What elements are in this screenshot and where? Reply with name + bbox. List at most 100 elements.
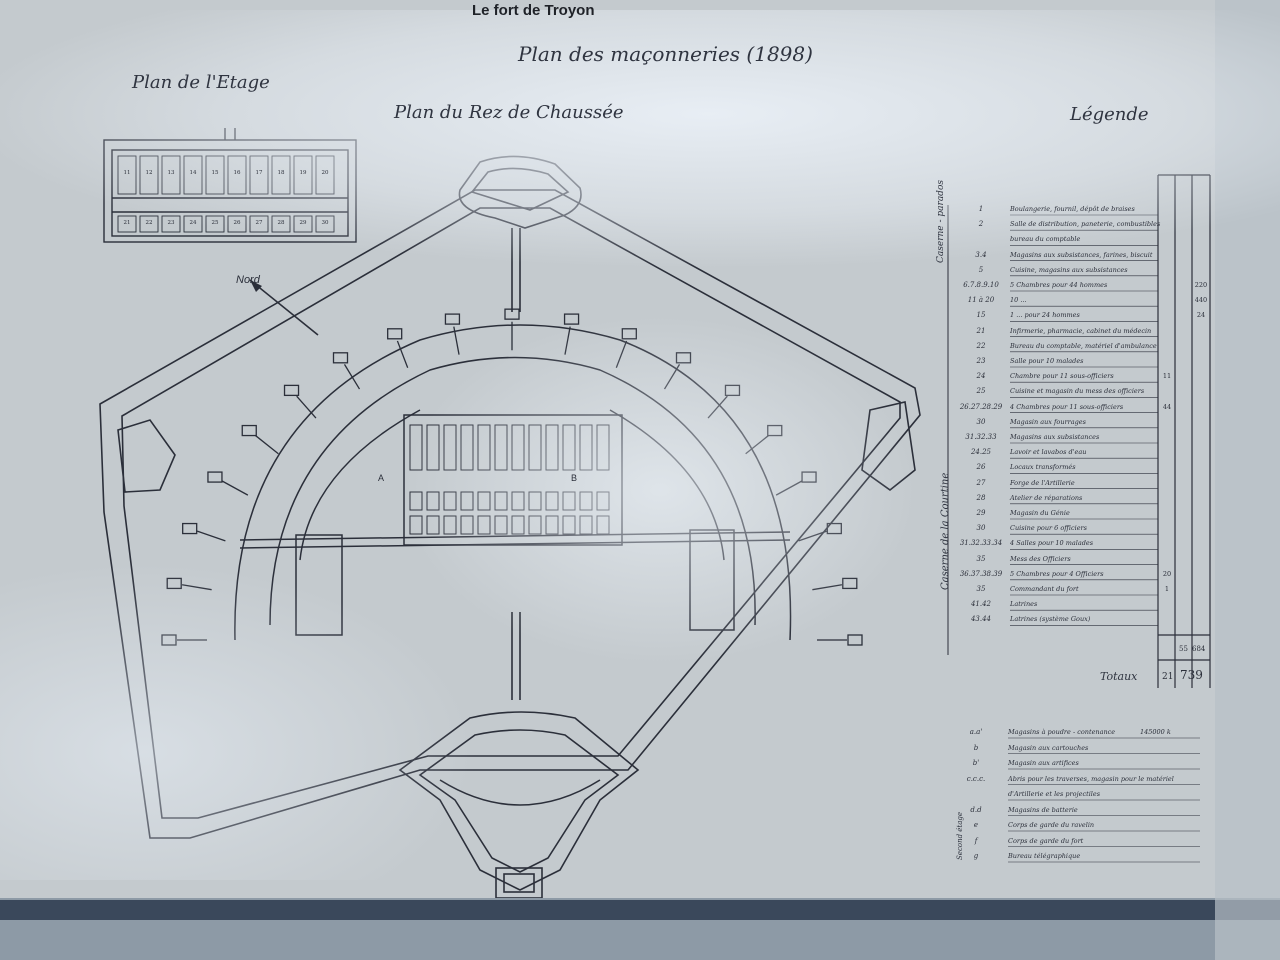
legend-row-description: Boulangerie, fournil, dépôt de braises — [1010, 205, 1135, 213]
lower-legend-code: f — [974, 836, 978, 845]
casemate-spoke — [254, 434, 279, 455]
ground-room — [545, 515, 559, 535]
upper-room-number: 28 — [277, 220, 285, 226]
legend-row-description: 5 Chambres pour 44 hommes — [1010, 281, 1108, 289]
upper-room-number: 15 — [211, 170, 219, 176]
casemate-spoke — [181, 584, 212, 591]
casemate-spoke — [663, 364, 681, 390]
legend-row-description: Commandant du fort — [1010, 585, 1079, 593]
casemate-spoke — [707, 395, 728, 419]
legend-row-description: 5 Chambres pour 4 Officiers — [1010, 569, 1104, 578]
legend-row-code: 5 — [978, 265, 984, 274]
legend-row-description: Magasin aux fourrages — [1010, 417, 1086, 426]
casemate-cell — [283, 384, 300, 397]
ground-room — [511, 515, 525, 535]
lower-legend-code: b' — [972, 759, 980, 767]
legend-caption-courtine: Caserne de la Courtine — [940, 472, 951, 590]
legend-row-code: 26.27.28.29 — [959, 402, 1003, 411]
legend-row-code: 28 — [976, 493, 986, 502]
lower-legend-description: Magasin aux artifices — [1008, 759, 1079, 767]
upper-room-number: 21 — [123, 220, 131, 226]
legend-caption-parados: Caserne - parados — [936, 180, 946, 263]
ground-room — [528, 491, 542, 511]
ground-floor-title: Plan du Rez de Chaussée — [394, 102, 624, 123]
lower-legend-value: 145000 k — [1140, 728, 1171, 736]
legend-row-description: Atelier de réparations — [1010, 493, 1083, 502]
legend-row-description: Locaux transformés — [1010, 463, 1076, 472]
ground-room — [443, 424, 457, 471]
casemate-cell — [801, 471, 817, 483]
central-casemates — [234, 324, 792, 641]
ground-room — [426, 515, 440, 535]
legend-row-code: 29 — [976, 509, 986, 517]
ground-room — [579, 491, 593, 511]
legend-row-value-3: 24 — [1196, 311, 1206, 320]
casemate-cell — [842, 577, 858, 590]
outer-enceinte — [99, 189, 921, 839]
upper-room-number: 22 — [145, 220, 153, 226]
ground-room — [477, 424, 491, 471]
ground-room — [494, 515, 508, 535]
plan-title: Plan des maçonneries (1898) — [518, 42, 813, 66]
upper-room-number: 19 — [299, 170, 307, 176]
lower-legend-description: Magasins à poudre - contenance — [1008, 728, 1116, 736]
casemate-spoke — [564, 326, 571, 355]
legend-row-description: Cuisine pour 6 officiers — [1010, 524, 1087, 533]
nord-arrow-head — [250, 280, 262, 292]
ground-room — [579, 515, 593, 535]
legend-row-code: 24 — [976, 372, 986, 381]
legend-row-description: Magasins aux subsistances — [1010, 433, 1100, 441]
legend-row-code: 2 — [978, 220, 984, 229]
west-bastion — [117, 419, 176, 493]
legend-row-code: 30 — [976, 417, 986, 426]
casemate-spoke — [812, 584, 843, 591]
legend-row-code: 41.42 — [970, 600, 992, 609]
casemate-cell — [724, 384, 741, 397]
legend-row-value-1: 1 — [1164, 585, 1170, 593]
upper-room-number: 25 — [211, 220, 219, 226]
casemate-spoke — [221, 480, 249, 496]
lower-legend-description: Magasins de batterie — [1008, 805, 1078, 814]
lower-legend-description: Corps de garde du fort — [1008, 836, 1084, 845]
totals-label: Totaux — [1100, 670, 1138, 683]
lower-legend-code: c.c.c. — [966, 774, 986, 783]
ground-room — [426, 424, 440, 471]
legend-row-description: 1 ... pour 24 hommes — [1010, 311, 1080, 320]
ground-room — [596, 515, 610, 535]
legend-row-description: Salle pour 10 malades — [1010, 357, 1084, 365]
ground-room — [443, 515, 457, 535]
inner-enceinte — [121, 207, 901, 819]
ground-room — [511, 424, 525, 471]
upper-room-number: 29 — [299, 220, 307, 226]
document-title: Le fort de Troyon — [472, 2, 595, 19]
legend-row-description: Latrines — [1010, 600, 1038, 609]
casemate-spoke — [775, 480, 803, 496]
legend-row-code: 31.32.33 — [965, 433, 997, 441]
legend-row-code: 43.44 — [970, 615, 992, 624]
legend-row-description: Salle de distribution, paneterie, combus… — [1010, 220, 1161, 229]
upper-room-number: 23 — [167, 220, 175, 226]
casemate-spoke — [196, 530, 226, 542]
legend-row-value-1: 44 — [1162, 402, 1172, 411]
upper-room-number: 12 — [145, 170, 153, 176]
ground-room — [494, 491, 508, 511]
upper-room-number: 26 — [233, 220, 241, 226]
north-caponier — [458, 155, 582, 312]
nord-arrow-line — [249, 279, 319, 336]
ground-room — [409, 515, 423, 535]
legend-row-description: Mess des Officiers — [1010, 554, 1071, 563]
ground-room — [596, 424, 610, 471]
casemate-cell — [161, 634, 177, 646]
casemate-cell — [444, 313, 461, 325]
south-ravelin — [398, 612, 640, 899]
upper-room-number: 16 — [233, 170, 241, 176]
legend-row-description: Forge de l'Artillerie — [1010, 478, 1075, 487]
legend-row-description: 4 Salles pour 10 malades — [1010, 539, 1094, 548]
ground-room — [528, 424, 542, 471]
ground-room — [409, 491, 423, 511]
legend-row-code: 35 — [976, 554, 986, 563]
total-v1: 21 — [1162, 672, 1174, 682]
ground-room — [528, 515, 542, 535]
upper-room-number: 18 — [277, 170, 285, 176]
